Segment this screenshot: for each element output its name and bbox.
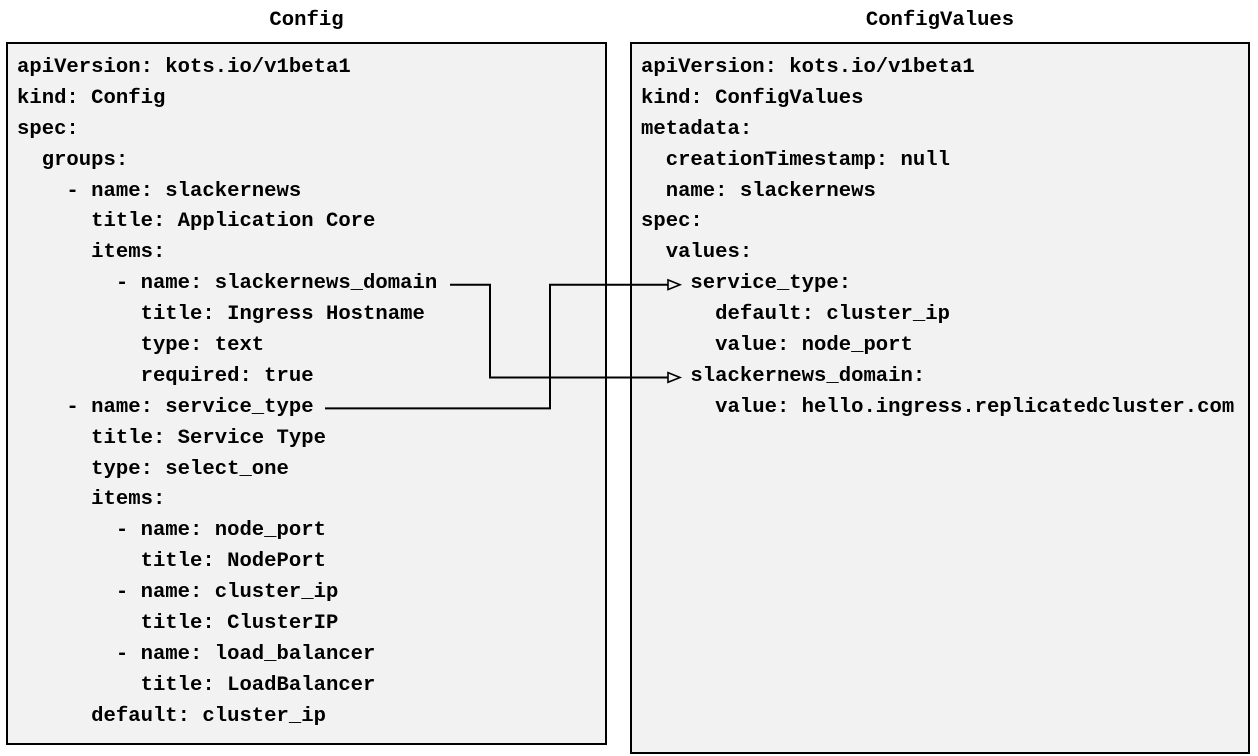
code-line: value: hello.ingress.replicatedcluster.c… bbox=[641, 395, 1235, 419]
code-line: - name: load_balancer bbox=[17, 642, 376, 666]
code-line: type: select_one bbox=[17, 457, 289, 481]
code-line: - name: service_type bbox=[17, 395, 314, 419]
code-line: - name: slackernews_domain bbox=[17, 272, 438, 296]
config-yaml-panel: apiVersion: kots.io/v1beta1 kind: Config s… bbox=[6, 42, 607, 745]
code-line: service_type: bbox=[641, 272, 852, 296]
config-panel-title: Config bbox=[269, 9, 344, 32]
config-code-block: apiVersion: kots.io/v1beta1 kind: Config s… bbox=[8, 44, 605, 733]
code-line: - name: slackernews bbox=[17, 179, 302, 203]
code-line: required: true bbox=[17, 364, 314, 388]
code-line: apiVersion: kots.io/v1beta1 bbox=[641, 56, 975, 79]
code-line: title: Application Core bbox=[17, 210, 376, 234]
code-line: value: node_port bbox=[641, 334, 913, 358]
code-line: default: cluster_ip bbox=[17, 704, 326, 728]
code-line: title: ClusterIP bbox=[17, 612, 339, 636]
code-line: kind: Config bbox=[17, 86, 166, 110]
code-line: values: bbox=[641, 241, 753, 265]
code-line: spec: bbox=[17, 117, 79, 141]
code-line: - name: node_port bbox=[17, 519, 326, 543]
code-line: - name: cluster_ip bbox=[17, 581, 339, 605]
code-line: title: LoadBalancer bbox=[17, 673, 376, 697]
configvalues-yaml-panel: apiVersion: kots.io/v1beta1 kind: ConfigV… bbox=[630, 42, 1250, 754]
code-line: title: Service Type bbox=[17, 426, 326, 450]
code-line: title: Ingress Hostname bbox=[17, 303, 425, 327]
code-line: groups: bbox=[17, 148, 129, 172]
code-line: items: bbox=[17, 488, 166, 512]
configvalues-code-block: apiVersion: kots.io/v1beta1 kind: ConfigV… bbox=[632, 44, 1248, 424]
code-line: slackernews_domain: bbox=[641, 364, 926, 388]
code-line: creationTimestamp: null bbox=[641, 148, 950, 172]
code-line: spec: bbox=[641, 210, 703, 234]
code-line: items: bbox=[17, 241, 166, 265]
code-line: metadata: bbox=[641, 117, 753, 141]
configvalues-panel-title: ConfigValues bbox=[865, 9, 1015, 32]
code-line: name: slackernews bbox=[641, 179, 876, 203]
code-line: title: NodePort bbox=[17, 550, 326, 574]
code-line: apiVersion: kots.io/v1beta1 bbox=[17, 56, 351, 79]
code-line: default: cluster_ip bbox=[641, 303, 950, 327]
code-line: type: text bbox=[17, 334, 265, 358]
code-line: kind: ConfigValues bbox=[641, 86, 864, 110]
